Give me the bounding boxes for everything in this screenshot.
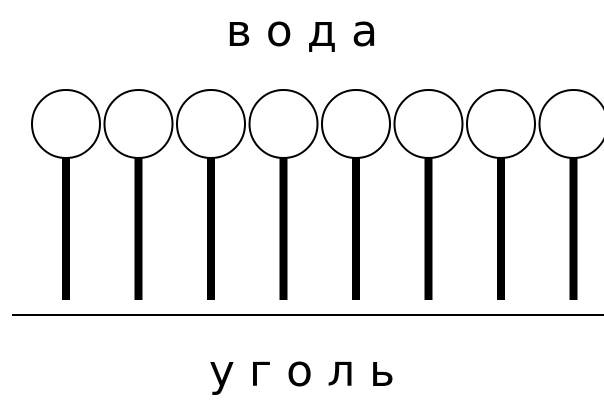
molecule-group [31,89,604,300]
molecule [248,89,319,300]
molecule [393,89,464,300]
molecule-head [31,89,101,159]
molecule [176,89,246,300]
molecule-head [103,89,174,159]
molecule [103,89,174,300]
molecule-head [321,89,391,159]
molecule [466,89,536,300]
molecule [538,89,604,300]
water-label: вода [225,6,393,57]
molecule [321,89,391,300]
molecule-head [176,89,246,159]
molecule-head [393,89,464,159]
molecule-head [248,89,319,159]
coal-label: уголь [208,346,410,397]
molecule-head [466,89,536,159]
molecule-head [538,89,604,159]
molecule [31,89,101,300]
